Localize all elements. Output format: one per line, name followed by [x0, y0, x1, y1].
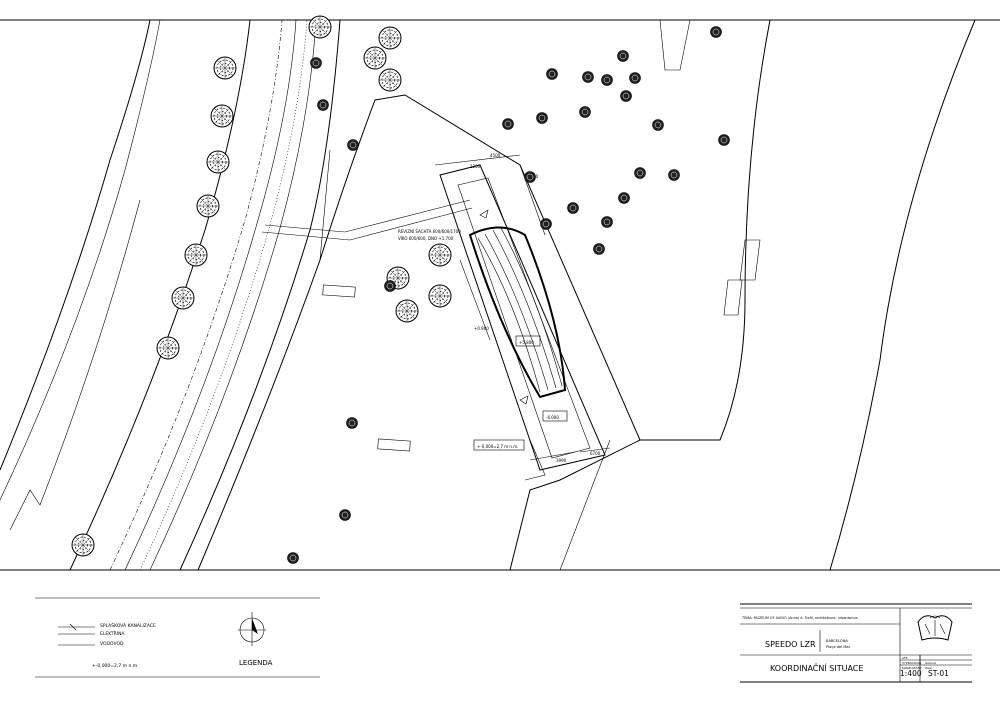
trees [71, 15, 730, 564]
sheet-number: ST-01 [928, 669, 949, 678]
drawing-scale: 1:400 [900, 669, 922, 678]
drawing-title: KOORDINAČNÍ SITUACE [770, 662, 863, 673]
level-2-label: +5.800 [519, 340, 534, 345]
location-line2: Plaça del Mar [826, 645, 851, 649]
legend-panel: SPLAŠKOVÁ KANALIZACE ELEKTŘINA VODOVOD +… [35, 597, 320, 678]
boulevard-lines [0, 19, 341, 571]
north-arrow-icon [238, 612, 266, 646]
level-box-3 [473, 439, 525, 451]
legend-datum: +-0,000=2,7 m n.m. [92, 663, 139, 669]
dim-bottom-left-label: 3990 [556, 458, 567, 463]
ground-level-label: +-0,000=2,7 m n.m. [477, 444, 518, 449]
legend-title: LEGENDA [239, 659, 273, 667]
bench-box-2 [377, 438, 411, 452]
shaft-note-line2: VÍKO 600/600, DNO +1.700 [398, 236, 454, 241]
meta-label-1: ATE [902, 656, 908, 660]
meta-value-2: Gutová [925, 661, 936, 665]
quay-lines [559, 19, 976, 571]
title-block-header: TÉMA: MUZEUM OF AUDIO (Anna) A. Trefil, … [741, 615, 858, 620]
legend-item-sewer: SPLAŠKOVÁ KANALIZACE [100, 622, 156, 629]
meta-value-3: Zajíc [925, 666, 933, 670]
dimension-lines [434, 154, 611, 461]
level-1-label: +0.900 [474, 326, 489, 331]
university-logo-icon [917, 615, 953, 641]
level-3-label: -6.000 [546, 415, 559, 420]
meta-label-3: KONZULTANT [902, 666, 922, 670]
location-line1: BARCELONA [826, 639, 848, 643]
level-box-2 [542, 410, 568, 422]
dim-bottom-right-label: 6700 [590, 451, 601, 456]
building-footprint [439, 164, 606, 481]
project-name: SPEEDO LZR [765, 640, 816, 649]
bench-box-1 [322, 284, 356, 298]
level-box-1 [515, 335, 541, 347]
title-block: TÉMA: MUZEUM OF AUDIO (Anna) A. Trefil, … [740, 603, 972, 683]
legend-item-electricity: ELEKTŘINA [100, 629, 125, 637]
dim-top-label: 4500 [490, 153, 501, 158]
plaza-outline [197, 94, 641, 571]
shaft-note-line1: REVIZNÍ ŠACHTA 600/600/1700 [398, 229, 461, 234]
meta-label-2: VYPRACOVAL [902, 661, 922, 665]
legend-item-water: VODOVOD [100, 641, 124, 647]
dim-side-label: 1200 [470, 164, 481, 169]
